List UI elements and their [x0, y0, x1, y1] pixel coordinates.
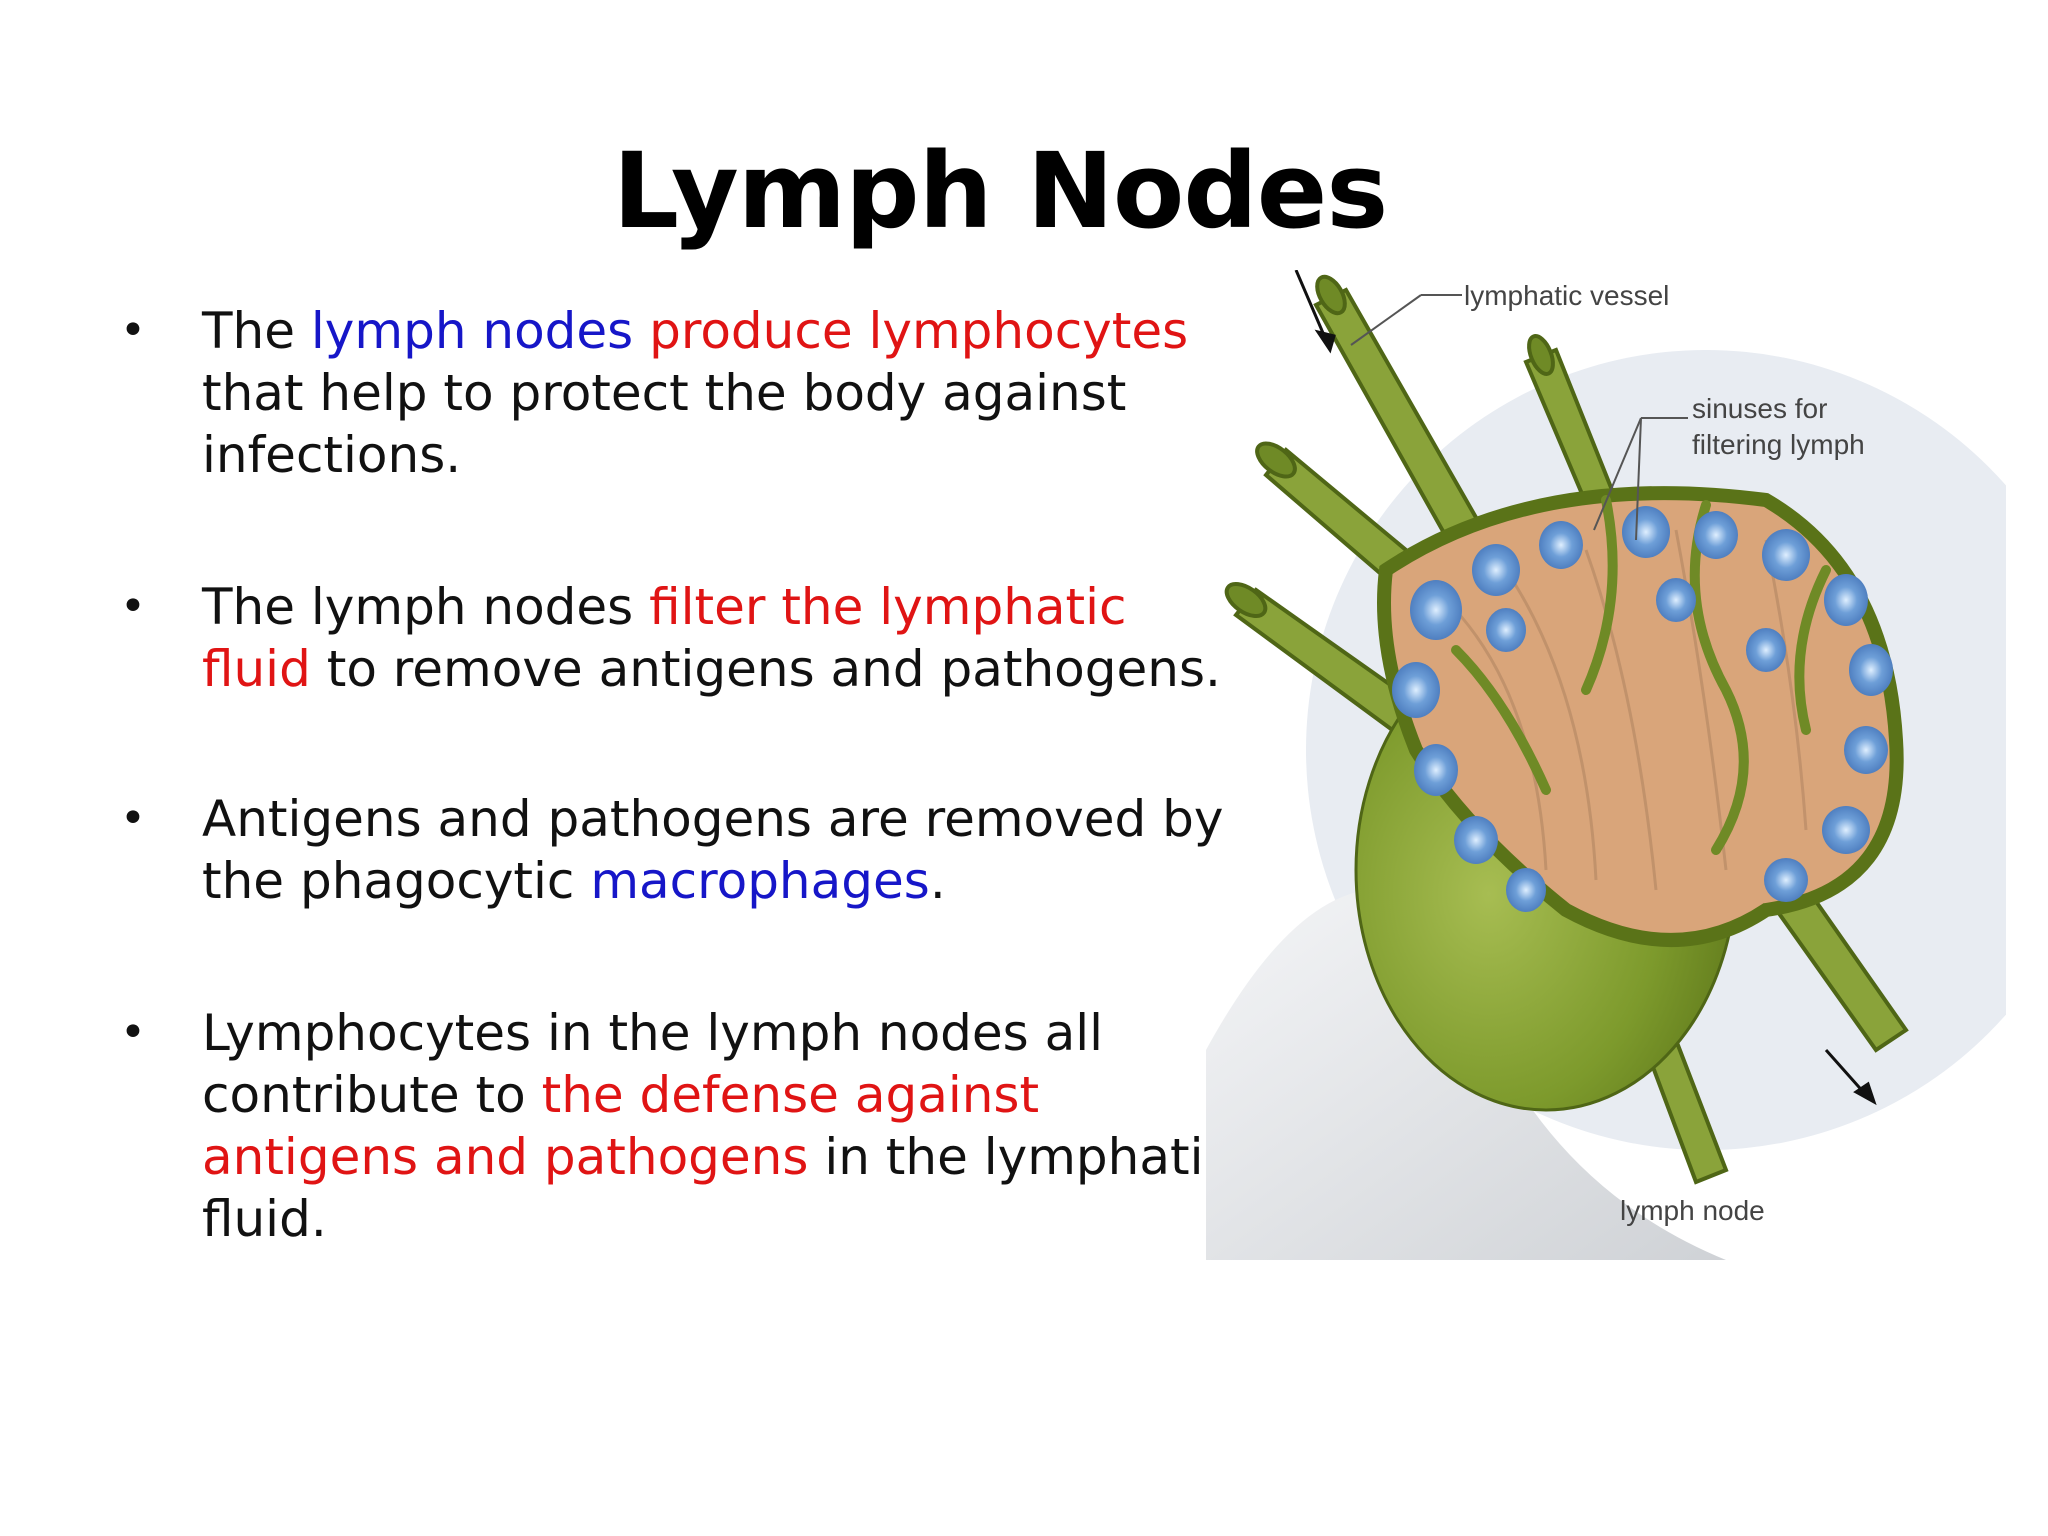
bullet-line: The lymph nodes filter the lymphatic: [202, 576, 1202, 638]
label-sinuses-line1: sinuses for: [1692, 393, 1827, 424]
lymphocyte-nodules: [1392, 506, 1893, 912]
bullet-text-segment: Antigens and pathogens are removed by: [202, 790, 1224, 848]
bullet-line: Antigens and pathogens are removed by: [202, 788, 1223, 850]
bullet-marker: •: [120, 305, 146, 356]
bullet-text-segment: that help to protect the body against: [202, 364, 1127, 422]
label-lymphatic-vessel: lymphatic vessel: [1464, 280, 1669, 311]
bullet-text-segment: .: [929, 852, 946, 910]
bullet-marker: •: [120, 793, 146, 844]
slide-title: Lymph Nodes: [612, 130, 1388, 252]
bullet-text-segment: to remove antigens and pathogens.: [310, 640, 1221, 698]
bullet-text-segment: The lymph nodes: [202, 578, 650, 636]
bullet-text-segment: in the lymphatic: [808, 1128, 1231, 1186]
highlighted-text: the defense against: [541, 1066, 1040, 1124]
label-lymph-node: lymph node: [1620, 1195, 1765, 1226]
interior-texture: [1444, 529, 1808, 891]
bullet-text-segment: infections.: [202, 426, 462, 484]
lymph-node-diagram: lymphatic vessel sinuses for filtering l…: [1206, 269, 2048, 1260]
bullet-line: antigens and pathogens in the lymphatic: [202, 1126, 1231, 1188]
highlighted-text: filter the lymphatic: [649, 578, 1127, 636]
bullet-text-segment: contribute to: [202, 1066, 542, 1124]
label-sinuses-line2: filtering lymph: [1692, 429, 1865, 460]
bullet-text-segment: fluid.: [202, 1190, 327, 1248]
bullet-line: The lymph nodes produce lymphocytes: [202, 300, 1202, 362]
highlighted-text: fluid: [202, 640, 311, 698]
bullet-text-segment: the phagocytic: [202, 852, 591, 910]
bullet-line: contribute to the defense against: [202, 1064, 1202, 1126]
highlighted-text: lymph nodes: [310, 302, 650, 360]
highlighted-text: produce lymphocytes: [649, 302, 1189, 360]
bullet-marker: •: [120, 581, 146, 632]
lymph-node-illustration: lymphatic vessel sinuses for filtering l…: [1206, 269, 2048, 1260]
lymphatic-vessels: [1224, 274, 1909, 1185]
bullet-marker: •: [120, 1007, 146, 1058]
bullet-text-segment: Lymphocytes in the lymph nodes all: [202, 1004, 1104, 1062]
highlighted-text: antigens and pathogens: [202, 1128, 809, 1186]
bullet-line: Lymphocytes in the lymph nodes all: [202, 1002, 1202, 1064]
leader-lines: [1350, 294, 1688, 541]
bullet-line: fluid to remove antigens and pathogens.: [202, 638, 1221, 700]
flow-arrows: [1294, 269, 1877, 1106]
sinuses: [1451, 495, 1831, 855]
highlighted-text: macrophages: [590, 852, 930, 910]
bullet-line: fluid.: [202, 1188, 1202, 1250]
bullet-line: the phagocytic macrophages.: [202, 850, 1202, 912]
bullet-line: infections.: [202, 424, 1202, 486]
bullet-text-segment: The: [202, 302, 311, 360]
bullet-line: that help to protect the body against: [202, 362, 1202, 424]
